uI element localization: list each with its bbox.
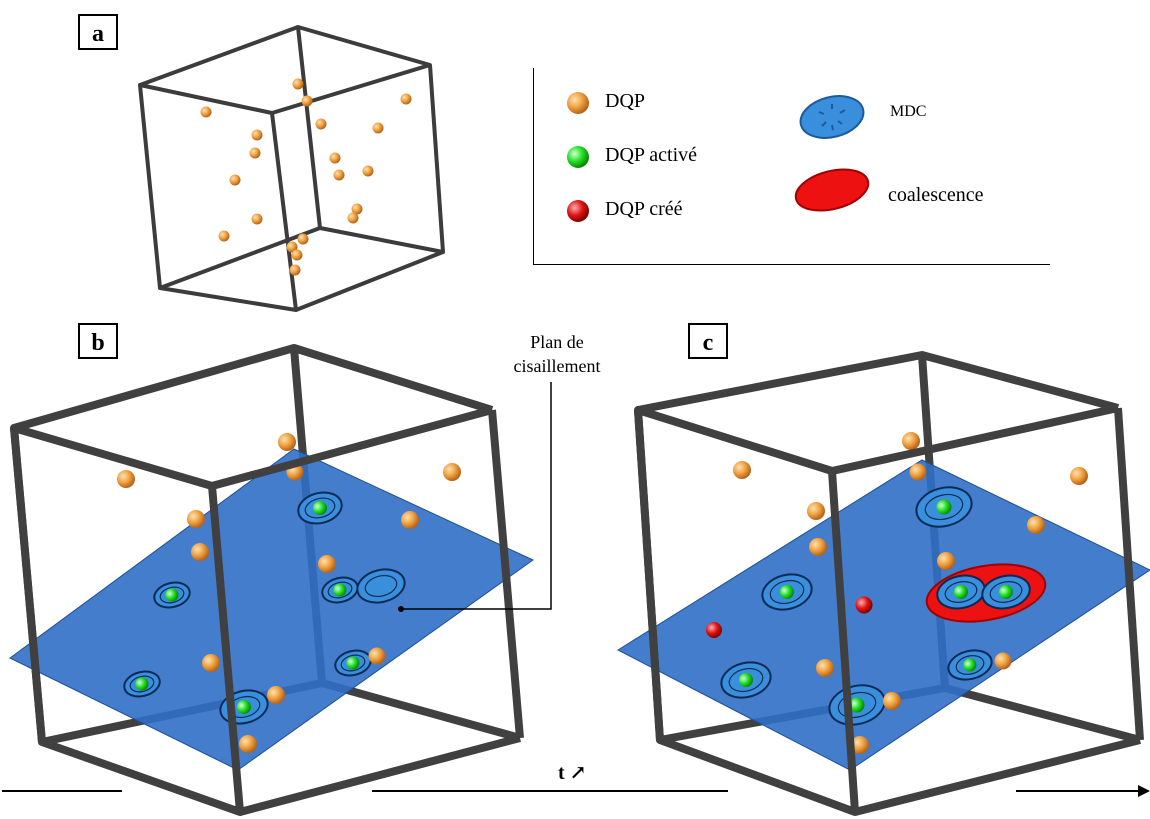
legend-label-dqp: DQP xyxy=(605,90,646,112)
time-axis xyxy=(2,785,1150,797)
dqp-particles xyxy=(733,432,1088,754)
legend-label-dqp-active: DQP activé xyxy=(605,144,698,166)
time-label: t ↗ xyxy=(558,762,587,784)
coalescence-region xyxy=(925,563,1047,623)
legend-frame xyxy=(533,68,1050,265)
dqp-particles xyxy=(200,78,412,276)
dqp-created-legend-icon xyxy=(567,200,589,222)
panel-label-a: a xyxy=(78,14,118,50)
panel-label-b: b xyxy=(78,323,118,359)
legend-label-coalescence: coalescence xyxy=(888,184,984,206)
panel-b-cube xyxy=(9,344,534,816)
shear-plane-leader-dot xyxy=(398,606,404,612)
dqp-legend-icon xyxy=(567,92,589,114)
cube-frame-front xyxy=(634,404,1144,816)
panel-a-cube xyxy=(138,25,445,312)
cube-frame xyxy=(138,25,445,312)
dqp-active-legend-icon xyxy=(567,146,589,168)
dqp-particles xyxy=(117,433,461,753)
legend-icons xyxy=(567,92,870,222)
panel-c-cube xyxy=(616,351,1150,816)
shear-plane-label: Plan de cisaillement xyxy=(492,330,622,378)
dqp-created-particles xyxy=(706,596,873,638)
mdc-legend-icon xyxy=(799,95,865,139)
shear-plane-label-line1: Plan de xyxy=(530,332,584,352)
shear-plane-label-line2: cisaillement xyxy=(513,356,601,376)
panel-label-c: c xyxy=(688,323,728,359)
time-arrow-head-icon xyxy=(1138,785,1150,797)
cube-frame-front xyxy=(10,406,524,816)
coalescence-legend-icon xyxy=(794,168,870,212)
shear-plane-leader-line xyxy=(401,382,552,610)
legend-label-dqp-created: DQP créé xyxy=(605,198,683,220)
legend-label-mdc: MDC xyxy=(890,103,927,120)
